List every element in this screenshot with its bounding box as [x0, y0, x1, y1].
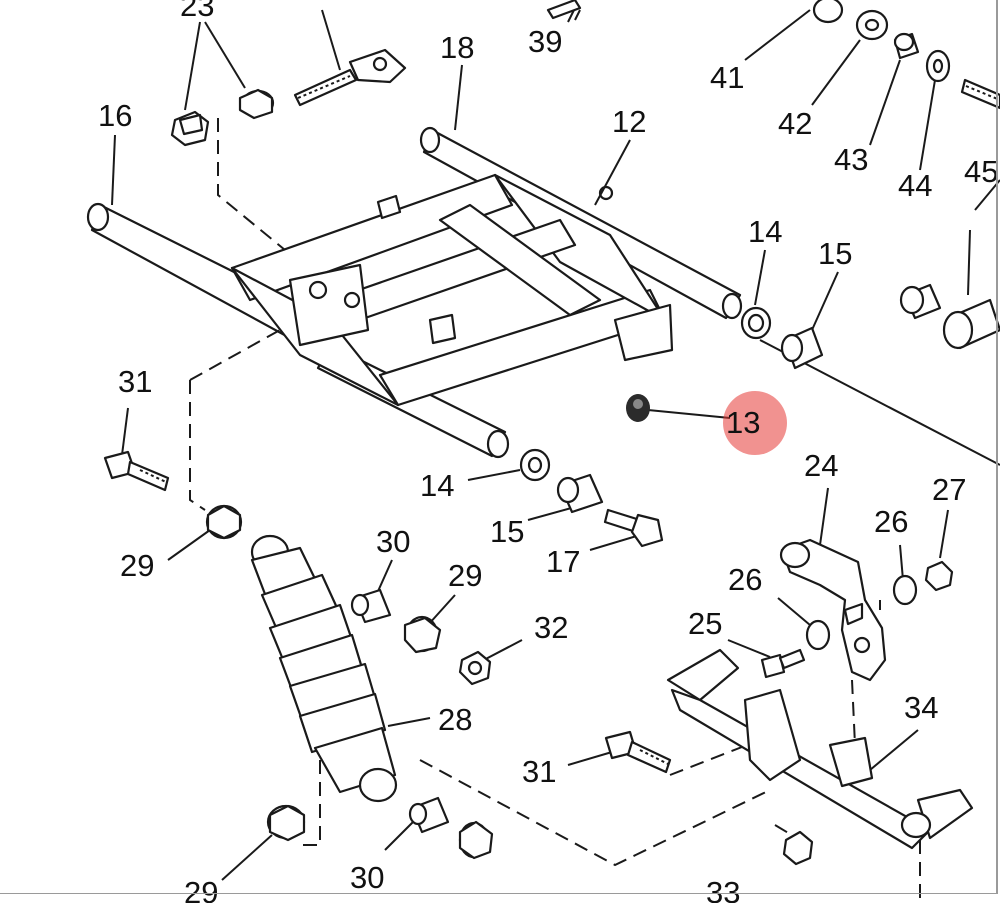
callout-30-lower: 30 [350, 860, 384, 895]
leader-lines [111, 7, 1000, 903]
callout-30-upper: 30 [376, 524, 410, 559]
small-parts [103, 0, 1000, 686]
swingarm-frame [86, 126, 743, 459]
callout-13[interactable]: 13 [726, 405, 760, 440]
callout-24: 24 [804, 448, 838, 483]
callout-31-lower: 31 [522, 754, 556, 789]
callout-31-upper: 31 [118, 364, 152, 399]
callout-39: 39 [528, 24, 562, 59]
callout-15-upper: 15 [818, 236, 852, 271]
callout-44: 44 [898, 168, 932, 203]
callout-28: 28 [438, 702, 472, 737]
callout-17: 17 [546, 544, 580, 579]
callout-14-lower: 14 [420, 468, 454, 503]
callout-12: 12 [612, 104, 646, 139]
callout-33: 33 [706, 875, 740, 903]
callout-45: 45 [964, 154, 998, 189]
callout-25: 25 [688, 606, 722, 641]
callout-labels: 23 18 39 16 12 41 42 43 44 45 14 15 31 1… [98, 0, 998, 903]
shock-absorber [250, 534, 398, 803]
callout-32: 32 [534, 610, 568, 645]
callout-18: 18 [440, 30, 474, 65]
callout-29-bottom: 29 [184, 875, 218, 903]
callout-15-lower: 15 [490, 514, 524, 549]
callout-29-middle: 29 [448, 558, 482, 593]
lower-left-parts [266, 796, 494, 860]
callout-41: 41 [710, 60, 744, 95]
callout-42: 42 [778, 106, 812, 141]
callout-26-left: 26 [728, 562, 762, 597]
part-13-nut [626, 394, 650, 422]
callout-26-right: 26 [874, 504, 908, 539]
callout-14-upper: 14 [748, 214, 782, 249]
linkage-assembly [604, 538, 974, 866]
callout-27: 27 [932, 472, 966, 507]
bolt-with-bracket [293, 48, 407, 107]
callout-23: 23 [180, 0, 214, 23]
callout-34: 34 [904, 690, 938, 725]
callout-43: 43 [834, 142, 868, 177]
callout-29-left: 29 [120, 548, 154, 583]
callout-16: 16 [98, 98, 132, 133]
highlight-marker[interactable] [723, 391, 787, 455]
